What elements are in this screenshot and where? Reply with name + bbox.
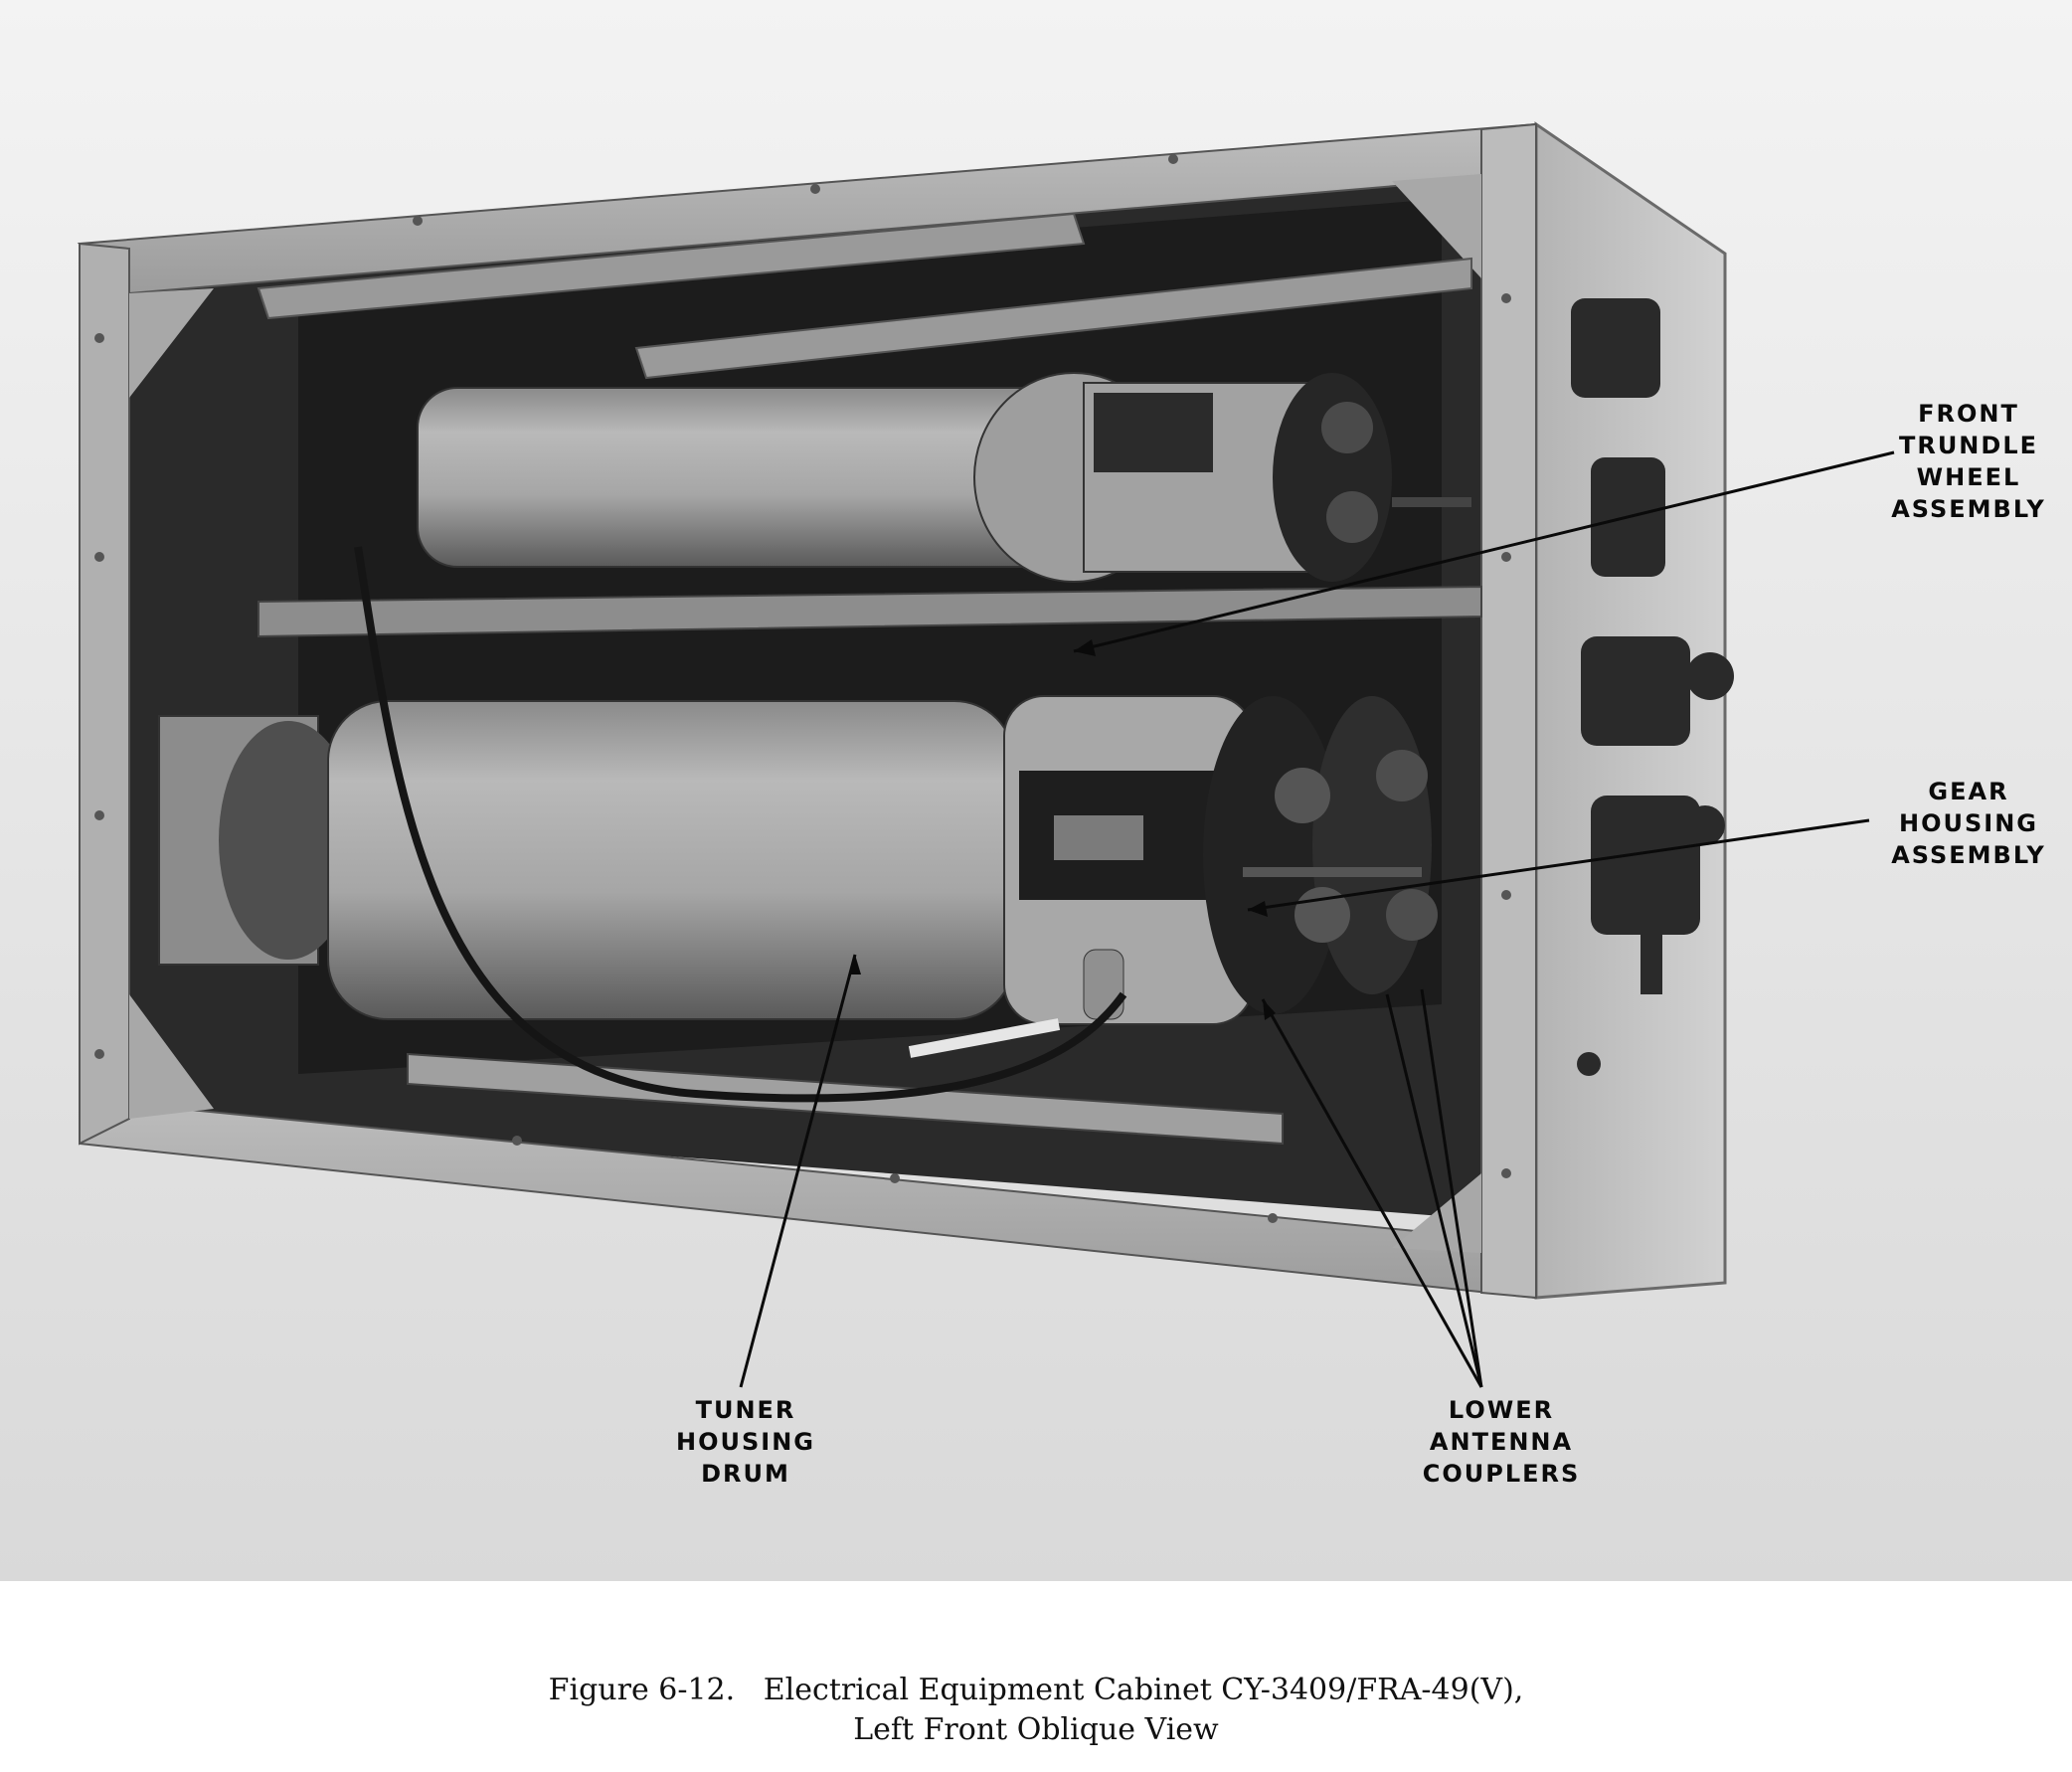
callout-line: DRUM bbox=[701, 1460, 790, 1488]
side-panel-connectors bbox=[1571, 298, 1734, 1076]
cabinet-photo bbox=[0, 0, 2072, 1581]
callout-leaders bbox=[739, 450, 1895, 1388]
top-braces bbox=[257, 212, 1472, 380]
callout-line: ASSEMBLY bbox=[1891, 841, 2046, 869]
callout-gear-housing-assembly: GEAR HOUSING ASSEMBLY bbox=[1869, 776, 2068, 871]
callout-line: COUPLERS bbox=[1422, 1460, 1581, 1488]
callout-line: HOUSING bbox=[1899, 809, 2038, 837]
callout-line: ASSEMBLY bbox=[1891, 495, 2046, 523]
lower-tuner-drum bbox=[158, 695, 1438, 1058]
callout-line: ANTENNA bbox=[1429, 1428, 1574, 1456]
figure-caption: Figure 6-12. Electrical Equipment Cabine… bbox=[0, 1671, 2072, 1750]
callout-line: TRUNDLE bbox=[1898, 432, 2039, 459]
caption-line-1: Figure 6-12. Electrical Equipment Cabine… bbox=[548, 1673, 1524, 1707]
callout-line: HOUSING bbox=[676, 1428, 815, 1456]
callout-lower-antenna-couplers: LOWER ANTENNA COUPLERS bbox=[1397, 1394, 1606, 1490]
callout-tuner-housing-drum: TUNER HOUSING DRUM bbox=[646, 1394, 845, 1490]
callout-line: WHEEL bbox=[1916, 463, 2021, 491]
callout-line: LOWER bbox=[1448, 1396, 1555, 1424]
cabinet-photograph bbox=[0, 0, 2072, 1581]
callout-line: TUNER bbox=[695, 1396, 796, 1424]
upper-tuner-drum bbox=[417, 372, 1471, 583]
callout-line: GEAR bbox=[1928, 778, 2009, 805]
coax-cable bbox=[354, 546, 1127, 1103]
callout-front-trundle-wheel-assembly: FRONT TRUNDLE WHEEL ASSEMBLY bbox=[1869, 398, 2068, 525]
callout-line: FRONT bbox=[1918, 400, 2019, 428]
caption-line-2: Left Front Oblique View bbox=[853, 1712, 1219, 1747]
upper-shelf bbox=[258, 585, 1482, 638]
